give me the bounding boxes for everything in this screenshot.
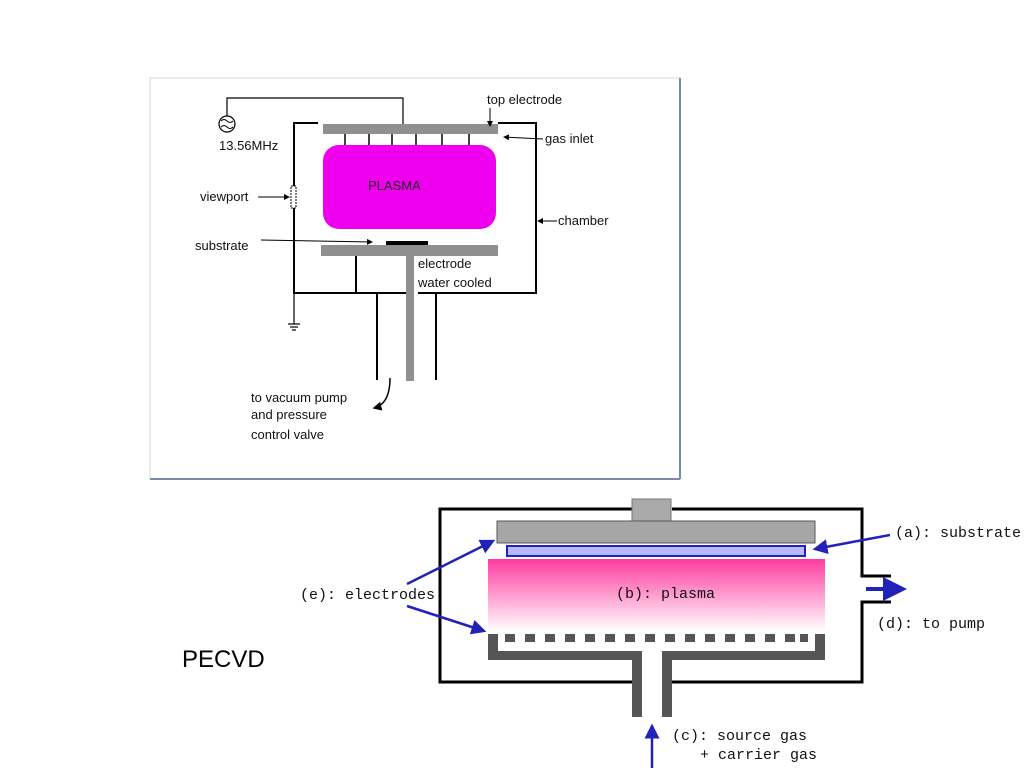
chamber-label: chamber (558, 213, 609, 228)
source-gas-label-line2: + carrier gas (700, 747, 817, 764)
top-feedthrough (631, 498, 672, 523)
pump-label-line1: to vacuum pump (251, 390, 347, 405)
top-electrode (323, 124, 498, 134)
showerhead-holes (505, 634, 808, 642)
wafer-substrate (506, 545, 806, 557)
ground-symbol (288, 293, 300, 331)
bottom-electrode (321, 245, 498, 256)
gas-inlet-label: gas inlet (545, 131, 594, 146)
schematic-diagram: PLASMA 13.56MHz top electrode gas inlet … (149, 77, 681, 480)
top-electrode-label: top electrode (487, 92, 562, 107)
figure-caption: PECVD (182, 646, 265, 673)
substrate-label: substrate (195, 238, 248, 253)
substrate-label: (a): substrate (895, 525, 1021, 542)
upper-electrode (496, 520, 816, 544)
pump-label-line2: and pressure (251, 407, 327, 422)
plasma-region (323, 145, 496, 229)
pump-arrow (372, 377, 391, 411)
viewport-window (290, 185, 297, 209)
plasma-glow (488, 559, 825, 631)
source-gas-label-line1: (c): source gas (672, 728, 807, 745)
electrode-stem (406, 256, 414, 381)
reactor-chamber (438, 507, 891, 684)
reactor-cross-section: (b): plasma (300, 498, 1021, 768)
rf-frequency-label: 13.56MHz (219, 138, 278, 153)
electrode-label-line1: electrode (418, 256, 471, 271)
pump-label-line3: control valve (251, 427, 324, 442)
plasma-label: (b): plasma (616, 586, 715, 603)
substrate-piece (386, 241, 428, 245)
showerhead-electrode (488, 634, 825, 717)
electrodes-label: (e): electrodes (300, 587, 435, 604)
plasma-label: PLASMA (368, 178, 421, 193)
annotation-arrows (406, 533, 891, 768)
viewport-label: viewport (200, 189, 249, 204)
rf-source (218, 97, 404, 133)
electrode-label-line2: water cooled (417, 275, 492, 290)
diagram-frame (149, 77, 681, 480)
pump-duct (355, 256, 437, 380)
pump-label: (d): to pump (877, 616, 985, 633)
